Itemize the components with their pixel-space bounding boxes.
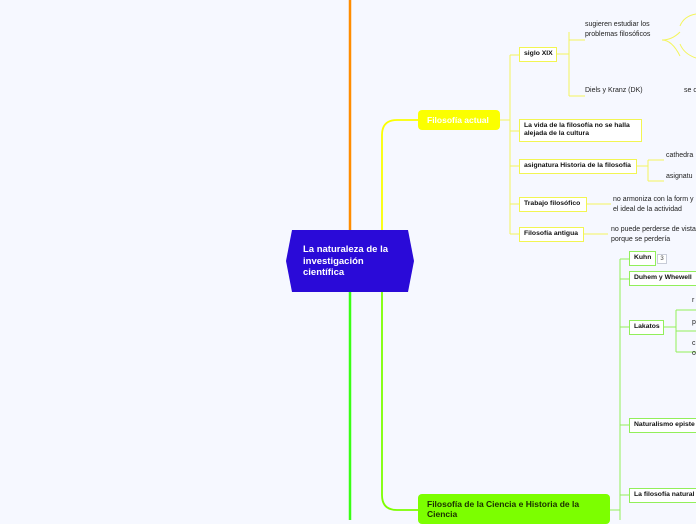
subtopic-lakatos[interactable]: Lakatos [629,320,664,335]
subtopic-vida-filosofia[interactable]: La vida de la filosofía no se halla alej… [519,119,642,142]
leaf-asignatura[interactable]: asignatu [666,173,693,180]
subtopic-trabajo-filosofico[interactable]: Trabajo filosófico [519,197,587,212]
subtopic-siglo-xix[interactable]: siglo XIX [519,47,557,62]
central-topic[interactable]: La naturaleza de la investigación cientí… [286,230,414,292]
leaf-cathedra[interactable]: cathedra [666,152,694,159]
leaf-se-o[interactable]: se o [684,87,696,94]
subtopic-filosofia-natural[interactable]: La filosofía natural [629,488,696,503]
leaf-lakatos-p[interactable]: p [692,319,696,326]
leaf-sugieren-estudiar[interactable]: sugieren estudiar los problemas filosófi… [585,21,651,38]
kuhn-count-badge: 3 [657,254,667,264]
main-topic-filosofia-ciencia[interactable]: Filosofía de la Ciencia e Historia de la… [418,494,610,524]
leaf-diels-kranz[interactable]: Diels y Kranz (DK) [585,87,643,94]
central-topic-title: La naturaleza de la investigación cientí… [303,244,389,278]
main-topic-filosofia-actual[interactable]: Filosofía actual [418,110,500,130]
leaf-lakatos-co[interactable]: c o [692,340,696,357]
leaf-no-puede-perderse[interactable]: no puede perderse de vista porque se per… [611,226,696,243]
leaf-no-armoniza[interactable]: no armoniza con la form y el ideal de la… [613,196,694,213]
leaf-lakatos-r[interactable]: r [692,297,695,304]
subtopic-duhem-whewell[interactable]: Duhem y Whewell [629,271,696,286]
subtopic-filosofia-antigua[interactable]: Filosofía antigua [519,227,584,242]
subtopic-kuhn[interactable]: Kuhn [629,251,656,266]
subtopic-naturalismo[interactable]: Naturalismo episte [629,418,696,433]
central-topic-shape [286,230,414,292]
subtopic-asignatura-historia[interactable]: asignatura Historia de la filosofía [519,159,637,174]
